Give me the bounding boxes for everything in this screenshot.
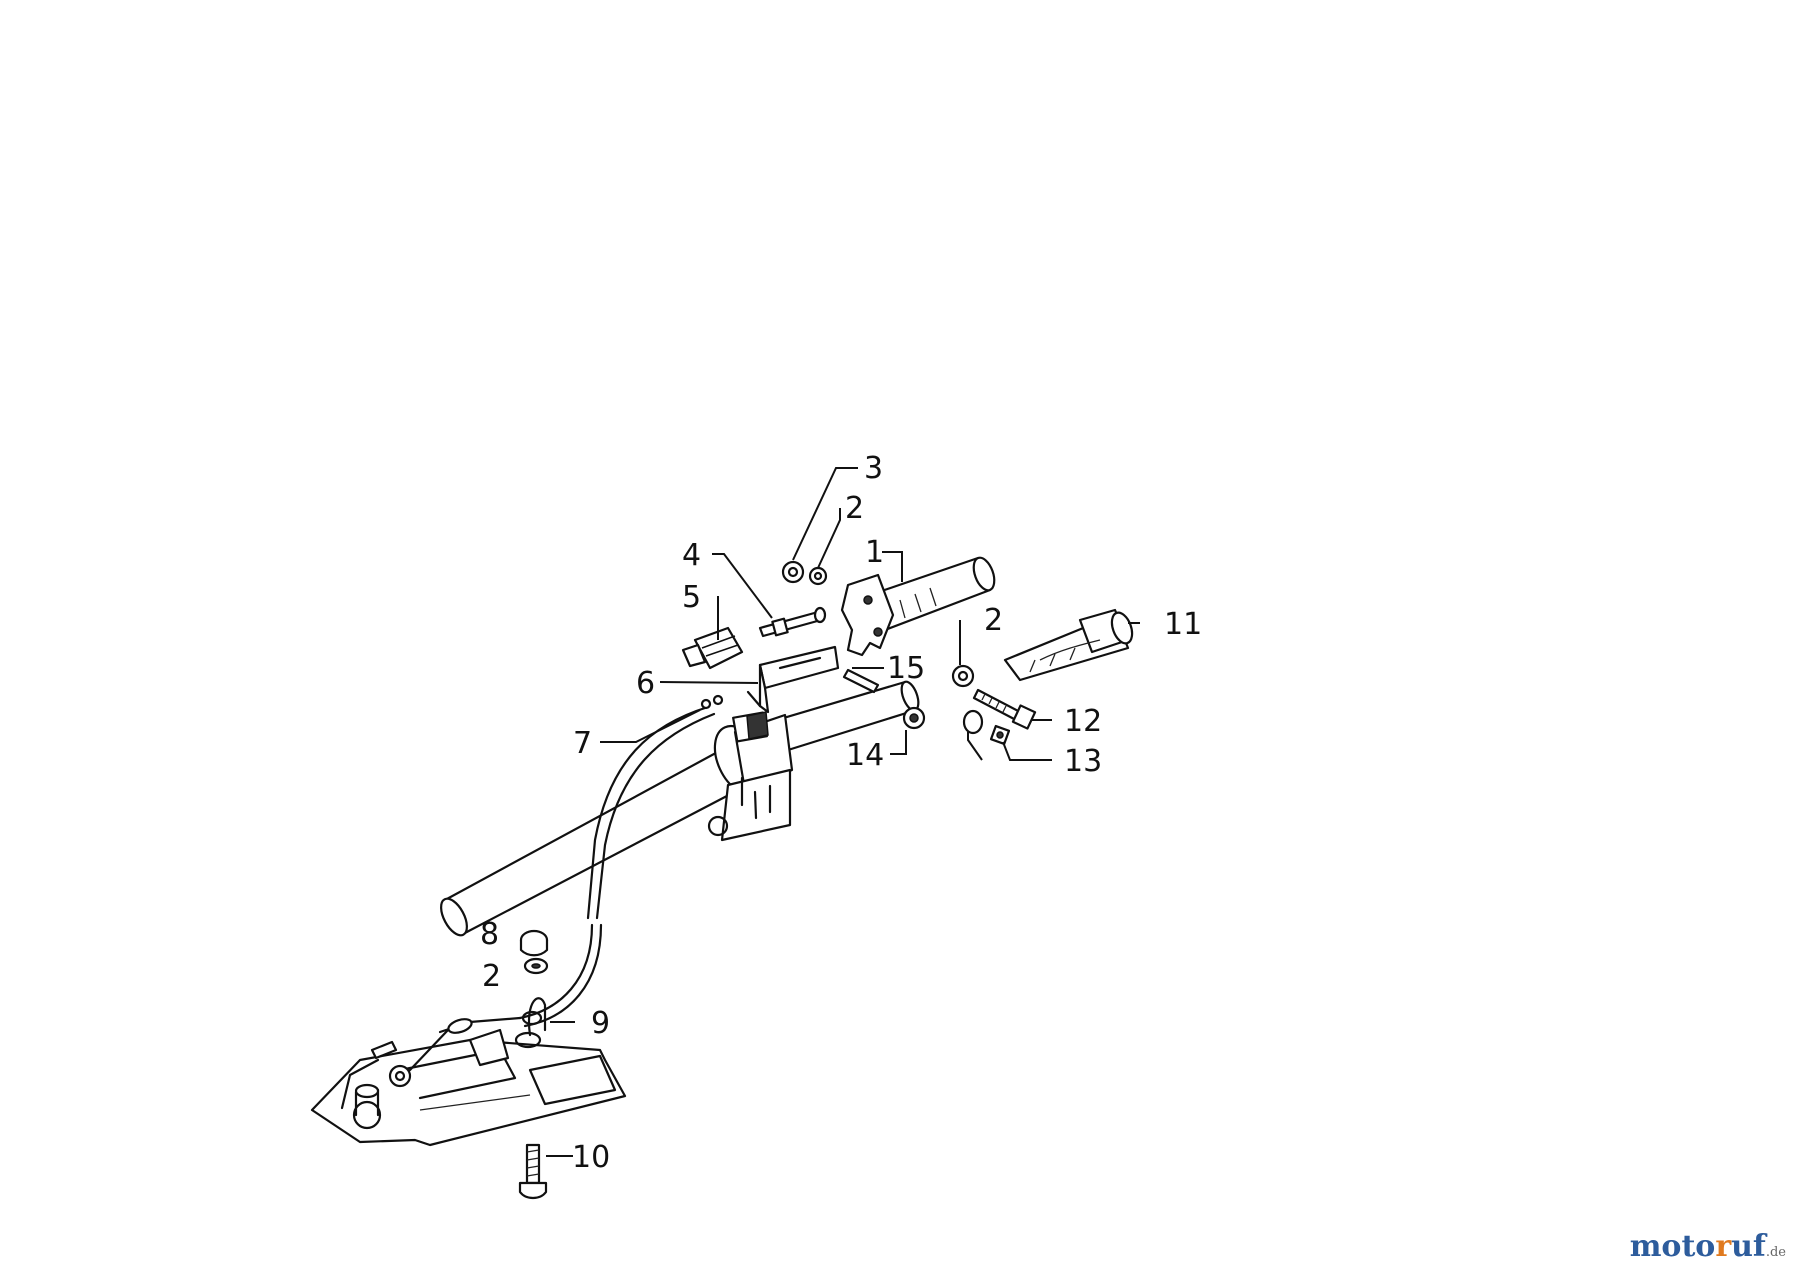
callout-12: 12 bbox=[1064, 704, 1102, 739]
grip-1 bbox=[840, 556, 996, 657]
washer-2-right bbox=[951, 664, 975, 688]
washer-2-right-hole bbox=[957, 670, 969, 682]
callout-11: 11 bbox=[1164, 607, 1202, 642]
bolt-12 bbox=[972, 688, 1037, 730]
washer-2-top bbox=[808, 566, 828, 586]
base-plate bbox=[310, 1028, 627, 1147]
callout-2-bottom: 2 bbox=[482, 959, 501, 994]
switch-block bbox=[732, 711, 769, 743]
bracket-6 bbox=[746, 645, 840, 714]
bolt-10 bbox=[518, 1143, 548, 1200]
callout-2-right: 2 bbox=[984, 603, 1003, 638]
watermark-suffix: .de bbox=[1765, 1245, 1786, 1260]
nut-3-hole bbox=[787, 566, 799, 578]
washer-2-bottom bbox=[523, 957, 549, 975]
washer-2-top-hole bbox=[813, 571, 823, 581]
callout-13: 13 bbox=[1064, 744, 1102, 779]
callout-4: 4 bbox=[682, 538, 701, 573]
pin-4 bbox=[758, 606, 827, 638]
callouts: 3 2 1 4 5 6 15 7 14 2 11 12 13 8 2 9 10 bbox=[480, 451, 1202, 1175]
nut-13 bbox=[962, 709, 1011, 746]
callout-9: 9 bbox=[591, 1006, 610, 1041]
callout-10: 10 bbox=[572, 1140, 610, 1175]
callout-15: 15 bbox=[887, 651, 925, 686]
watermark-part2: r bbox=[1715, 1229, 1732, 1264]
watermark-part3: uf bbox=[1731, 1229, 1766, 1264]
nut-14-hole bbox=[909, 713, 919, 723]
rubber-boot-5 bbox=[681, 626, 744, 670]
pin-15 bbox=[842, 668, 880, 694]
callout-7: 7 bbox=[573, 726, 592, 761]
callout-1: 1 bbox=[865, 535, 884, 570]
nut-3 bbox=[781, 560, 805, 584]
site-watermark-logo: motoruf.de bbox=[1630, 1229, 1786, 1264]
cable-end bbox=[408, 1018, 473, 1072]
callout-6: 6 bbox=[636, 666, 655, 701]
callout-8: 8 bbox=[480, 917, 499, 952]
spring-9 bbox=[514, 997, 547, 1049]
leader-lines bbox=[546, 467, 1140, 1157]
twist-grip-11 bbox=[1003, 608, 1134, 682]
callout-3: 3 bbox=[864, 451, 883, 486]
watermark-part1: moto bbox=[1629, 1229, 1716, 1264]
nut-8 bbox=[519, 929, 549, 957]
callout-5: 5 bbox=[682, 580, 701, 615]
callout-14: 14 bbox=[846, 738, 884, 773]
callout-2-top: 2 bbox=[845, 491, 864, 526]
